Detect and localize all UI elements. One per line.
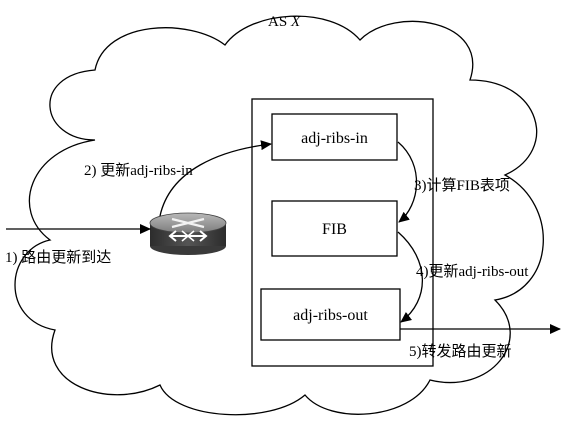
adj-ribs-in-label: adj-ribs-in [301,130,368,147]
step-2-label: 2) 更新adj-ribs-in [84,162,193,179]
arrow-update-in [159,140,272,217]
arrow-compute-fib [397,141,418,223]
rib-container [251,98,434,367]
as-title: AS X [268,14,301,30]
arrow-update-out [397,231,423,323]
fib-box [271,200,398,257]
adj-ribs-in-box [271,113,398,161]
adj-ribs-out-label: adj-ribs-out [293,307,368,324]
step-4-label: 4)更新adj-ribs-out [416,263,529,280]
as-title-name: X [290,14,301,30]
fib-label: FIB [322,221,347,238]
router-icon [149,212,227,255]
step-5-label: 5)转发路由更新 [409,343,512,360]
step-1-label: 1) 路由更新到达 [5,249,111,266]
adj-ribs-out-box [260,288,401,341]
as-title-prefix: AS [268,14,291,30]
step-3-label: 3)计算FIB表项 [414,176,510,194]
